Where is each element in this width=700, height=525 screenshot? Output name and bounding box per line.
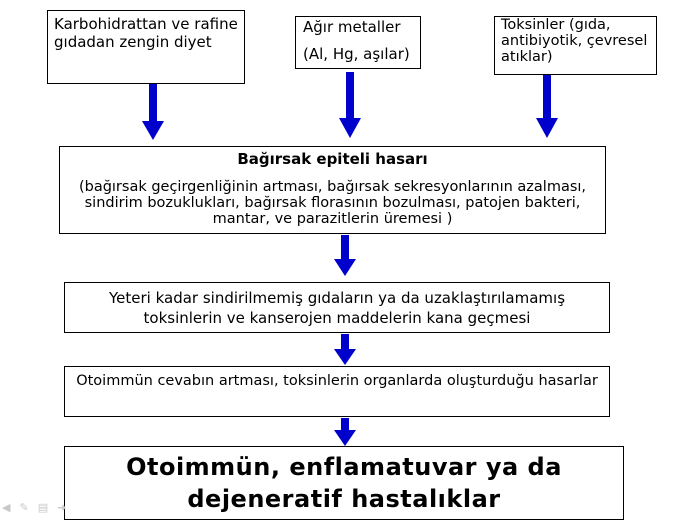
gut-epithelium-damage-title: Bağırsak epiteli hasarı bbox=[237, 150, 428, 168]
cause-heavy-metals-examples: (Al, Hg, aşılar) bbox=[303, 45, 410, 63]
blood-passage-text: Yeteri kadar sindirilmemiş gıdaların ya … bbox=[108, 289, 566, 327]
arrow-step1 bbox=[334, 235, 356, 276]
pen-icon[interactable]: ✎ bbox=[19, 500, 29, 514]
disease-outcome-text: Otoimmün, enflamatuvar ya da dejeneratif… bbox=[126, 453, 562, 513]
arrow-metals bbox=[339, 72, 361, 138]
forward-icon[interactable]: ➜ bbox=[57, 500, 67, 514]
blood-passage-box: Yeteri kadar sindirilmemiş gıdaların ya … bbox=[64, 282, 610, 333]
arrow-toxins bbox=[536, 75, 558, 138]
gut-epithelium-damage-detail: (bağırsak geçirgenliğinin artması, bağır… bbox=[78, 179, 587, 227]
cause-heavy-metals-box: Ağır metaller (Al, Hg, aşılar) bbox=[295, 16, 421, 69]
cause-toxins-text: Toksinler (gıda, antibiyotik, çevresel a… bbox=[501, 17, 648, 65]
disease-outcome-box: Otoimmün, enflamatuvar ya da dejeneratif… bbox=[64, 446, 624, 520]
menu-icon[interactable]: ▤ bbox=[37, 500, 49, 514]
cause-diet-box: Karbohidrattan ve rafine gıdadan zengin … bbox=[47, 10, 245, 84]
slide-nav: ◀ ✎ ▤ ➜ bbox=[2, 500, 92, 514]
cause-toxins-box: Toksinler (gıda, antibiyotik, çevresel a… bbox=[494, 16, 657, 75]
arrow-step2 bbox=[334, 334, 356, 365]
autoimmune-response-text: Otoimmün cevabın artması, toksinlerin or… bbox=[76, 373, 598, 389]
arrow-diet bbox=[142, 84, 164, 140]
cause-heavy-metals-text: Ağır metaller bbox=[303, 18, 401, 36]
autoimmune-response-box: Otoimmün cevabın artması, toksinlerin or… bbox=[64, 366, 610, 417]
back-icon[interactable]: ◀ bbox=[2, 500, 11, 514]
gut-epithelium-damage-box: Bağırsak epiteli hasarı (bağırsak geçirg… bbox=[59, 146, 606, 234]
arrow-step3 bbox=[334, 418, 356, 446]
cause-diet-text: Karbohidrattan ve rafine gıdadan zengin … bbox=[54, 15, 238, 51]
